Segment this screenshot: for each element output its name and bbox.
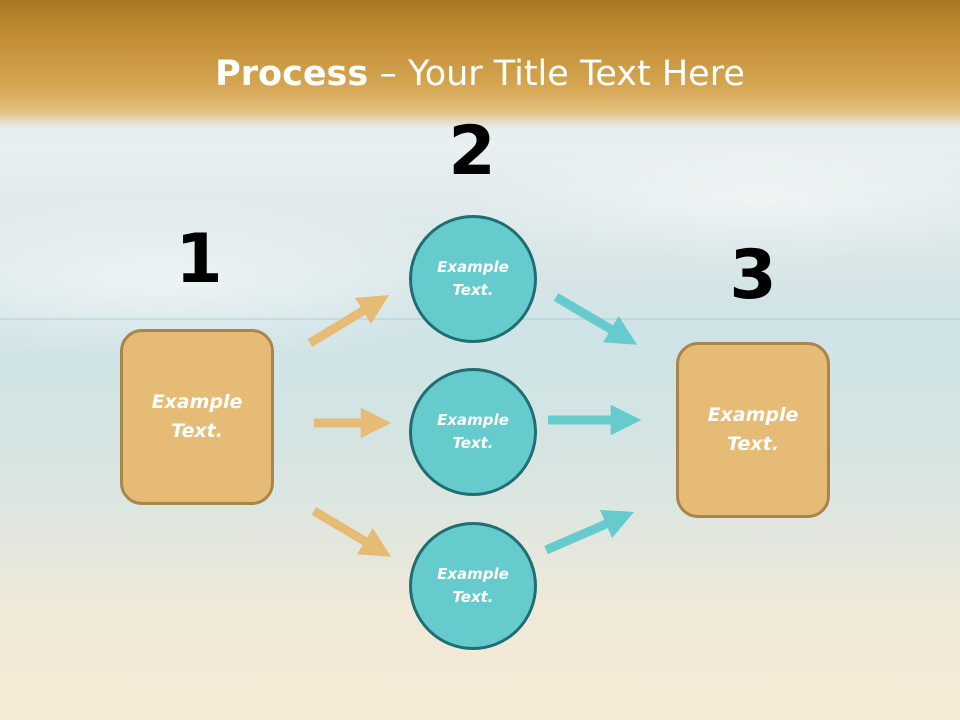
circle-top-text: Example Text. bbox=[437, 258, 509, 299]
arrow-left-to-top bbox=[307, 295, 390, 347]
left-process-box: Example Text. bbox=[120, 329, 274, 505]
circle-top: Example Text. bbox=[409, 215, 537, 343]
title-rest: – Your Title Text Here bbox=[368, 54, 745, 94]
step-number-2: 2 bbox=[448, 112, 496, 191]
circle-middle: Example Text. bbox=[409, 368, 537, 496]
arrow-left-to-bottom bbox=[311, 507, 392, 557]
arrow-bottom-to-right bbox=[544, 510, 635, 555]
right-process-box: Example Text. bbox=[676, 342, 830, 518]
circle-bottom-text: Example Text. bbox=[437, 565, 509, 606]
circle-bottom: Example Text. bbox=[409, 522, 537, 650]
slide-title: Process – Your Title Text Here bbox=[0, 52, 960, 96]
right-box-text: Example Text. bbox=[707, 404, 799, 455]
header-band bbox=[0, 0, 960, 128]
left-box-text: Example Text. bbox=[151, 391, 243, 442]
step-number-1: 1 bbox=[175, 220, 223, 299]
title-bold: Process bbox=[215, 54, 369, 94]
arrow-top-to-right bbox=[553, 293, 638, 345]
step-number-3: 3 bbox=[729, 236, 777, 315]
circle-middle-text: Example Text. bbox=[437, 411, 509, 452]
